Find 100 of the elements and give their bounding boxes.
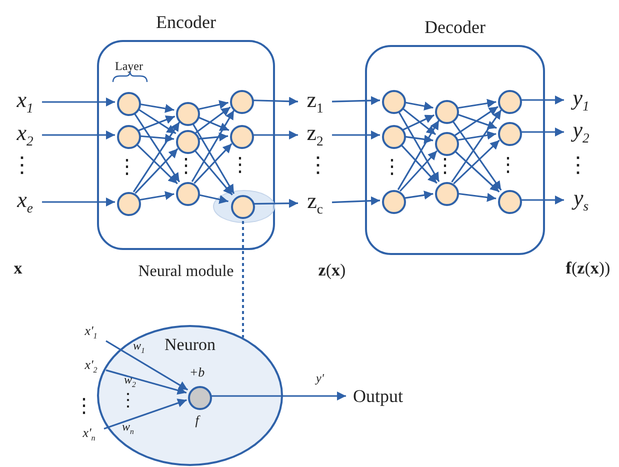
arrow bbox=[454, 106, 498, 136]
arrow bbox=[404, 134, 434, 144]
neuron-circle bbox=[176, 102, 200, 126]
math-symbol: y$_{s}$ bbox=[564, 186, 598, 214]
arrow bbox=[135, 142, 178, 184]
ellipsis: ⋮ bbox=[382, 157, 402, 177]
ellipsis: ⋮ bbox=[176, 156, 196, 176]
neuron-circle bbox=[176, 182, 200, 206]
node-caption: +b bbox=[189, 366, 205, 378]
arrow bbox=[196, 116, 230, 132]
arrow bbox=[332, 196, 380, 206]
arrow bbox=[106, 340, 188, 391]
arrow bbox=[198, 194, 228, 204]
ellipsis: ⋮ bbox=[567, 154, 589, 176]
neuron-circle bbox=[498, 122, 522, 146]
layer-label: Layer bbox=[115, 60, 143, 72]
arrow bbox=[404, 101, 434, 111]
arrow bbox=[132, 122, 180, 192]
arrow bbox=[42, 198, 115, 206]
ellipsis: ⋮ bbox=[117, 157, 137, 177]
arrow bbox=[520, 196, 564, 204]
arrow bbox=[402, 114, 434, 131]
neuron-circle bbox=[498, 90, 522, 114]
edge-label: y' bbox=[316, 372, 324, 384]
arrow bbox=[332, 130, 380, 140]
panel-title: Decoder bbox=[424, 17, 486, 38]
arrow bbox=[520, 96, 564, 104]
math-symbol: z$_{1}$ bbox=[298, 88, 332, 116]
arrow bbox=[191, 122, 235, 194]
ellipsis: ⋮ bbox=[74, 396, 94, 416]
output-label: Output bbox=[346, 384, 410, 408]
math-symbol: z(x) bbox=[318, 262, 346, 278]
neuron-circle bbox=[382, 90, 406, 114]
ellipsis: ⋮ bbox=[119, 391, 137, 409]
input-label: x'$_{2}$ bbox=[76, 356, 106, 376]
connector-line bbox=[242, 221, 244, 338]
arrow bbox=[451, 109, 502, 183]
arrow bbox=[456, 192, 496, 202]
arrow bbox=[252, 130, 298, 140]
arrow bbox=[456, 113, 497, 130]
arrow bbox=[138, 115, 176, 132]
arrow bbox=[194, 143, 232, 184]
neuron-circle bbox=[435, 182, 459, 206]
arrow bbox=[138, 191, 174, 201]
neuron-circle bbox=[230, 125, 254, 149]
arrow bbox=[453, 140, 500, 184]
arrow bbox=[193, 148, 233, 196]
neuron-circle bbox=[117, 92, 141, 116]
arrow bbox=[210, 392, 346, 400]
arrow bbox=[42, 130, 115, 140]
neuron-circle bbox=[230, 90, 254, 114]
highlight-ellipse bbox=[213, 190, 275, 223]
arrow bbox=[138, 134, 174, 143]
arrow bbox=[453, 150, 500, 192]
arrow bbox=[198, 132, 228, 142]
arrow bbox=[104, 398, 187, 430]
neuron-circle bbox=[231, 195, 255, 219]
math-symbol: y$_{2}$ bbox=[564, 118, 598, 146]
edge-label: w$_{n}$ bbox=[122, 420, 134, 436]
neuron-circle bbox=[435, 132, 459, 156]
neuron-circle bbox=[382, 125, 406, 149]
neuron-circle bbox=[435, 100, 459, 124]
math-symbol: y$_{1}$ bbox=[564, 86, 598, 114]
arrow bbox=[198, 100, 228, 110]
arrow bbox=[138, 103, 174, 113]
math-symbol: z$_{c}$ bbox=[298, 189, 332, 217]
neuron-circle bbox=[382, 190, 406, 214]
arrow bbox=[451, 119, 502, 191]
ellipsis: ⋮ bbox=[11, 154, 33, 176]
ellipsis: ⋮ bbox=[498, 155, 518, 175]
math-symbol: x bbox=[14, 260, 22, 276]
edge-label: w$_{1}$ bbox=[133, 339, 145, 355]
node-caption: Neural module bbox=[138, 264, 234, 280]
arrow bbox=[404, 190, 434, 200]
neuron-circle bbox=[176, 130, 200, 154]
input-label: x'$_{1}$ bbox=[76, 322, 106, 342]
edge-label: w$_{2}$ bbox=[124, 373, 136, 389]
arrow bbox=[195, 106, 231, 134]
neuron-circle bbox=[117, 125, 141, 149]
ellipsis: ⋮ bbox=[230, 155, 250, 175]
panel-title: Encoder bbox=[156, 12, 216, 33]
arrow bbox=[132, 112, 180, 182]
neuron-circle bbox=[188, 386, 212, 410]
arrow bbox=[191, 110, 235, 182]
math-symbol: f(z(x)) bbox=[566, 260, 610, 276]
node-caption: f bbox=[195, 414, 199, 426]
arrow bbox=[397, 110, 440, 182]
arrow bbox=[400, 150, 438, 192]
arrow bbox=[134, 148, 178, 194]
arrow bbox=[332, 96, 380, 106]
math-symbol: x$_{e}$ bbox=[8, 188, 42, 216]
arrow bbox=[252, 96, 298, 106]
arrow bbox=[400, 106, 436, 136]
arrow bbox=[397, 120, 440, 190]
arrow bbox=[400, 143, 438, 184]
ellipsis: ⋮ bbox=[435, 156, 455, 176]
neuron-circle bbox=[117, 192, 141, 216]
arrow bbox=[42, 98, 115, 106]
neuron-title: Neuron bbox=[164, 335, 216, 355]
ellipsis: ⋮ bbox=[307, 154, 329, 176]
